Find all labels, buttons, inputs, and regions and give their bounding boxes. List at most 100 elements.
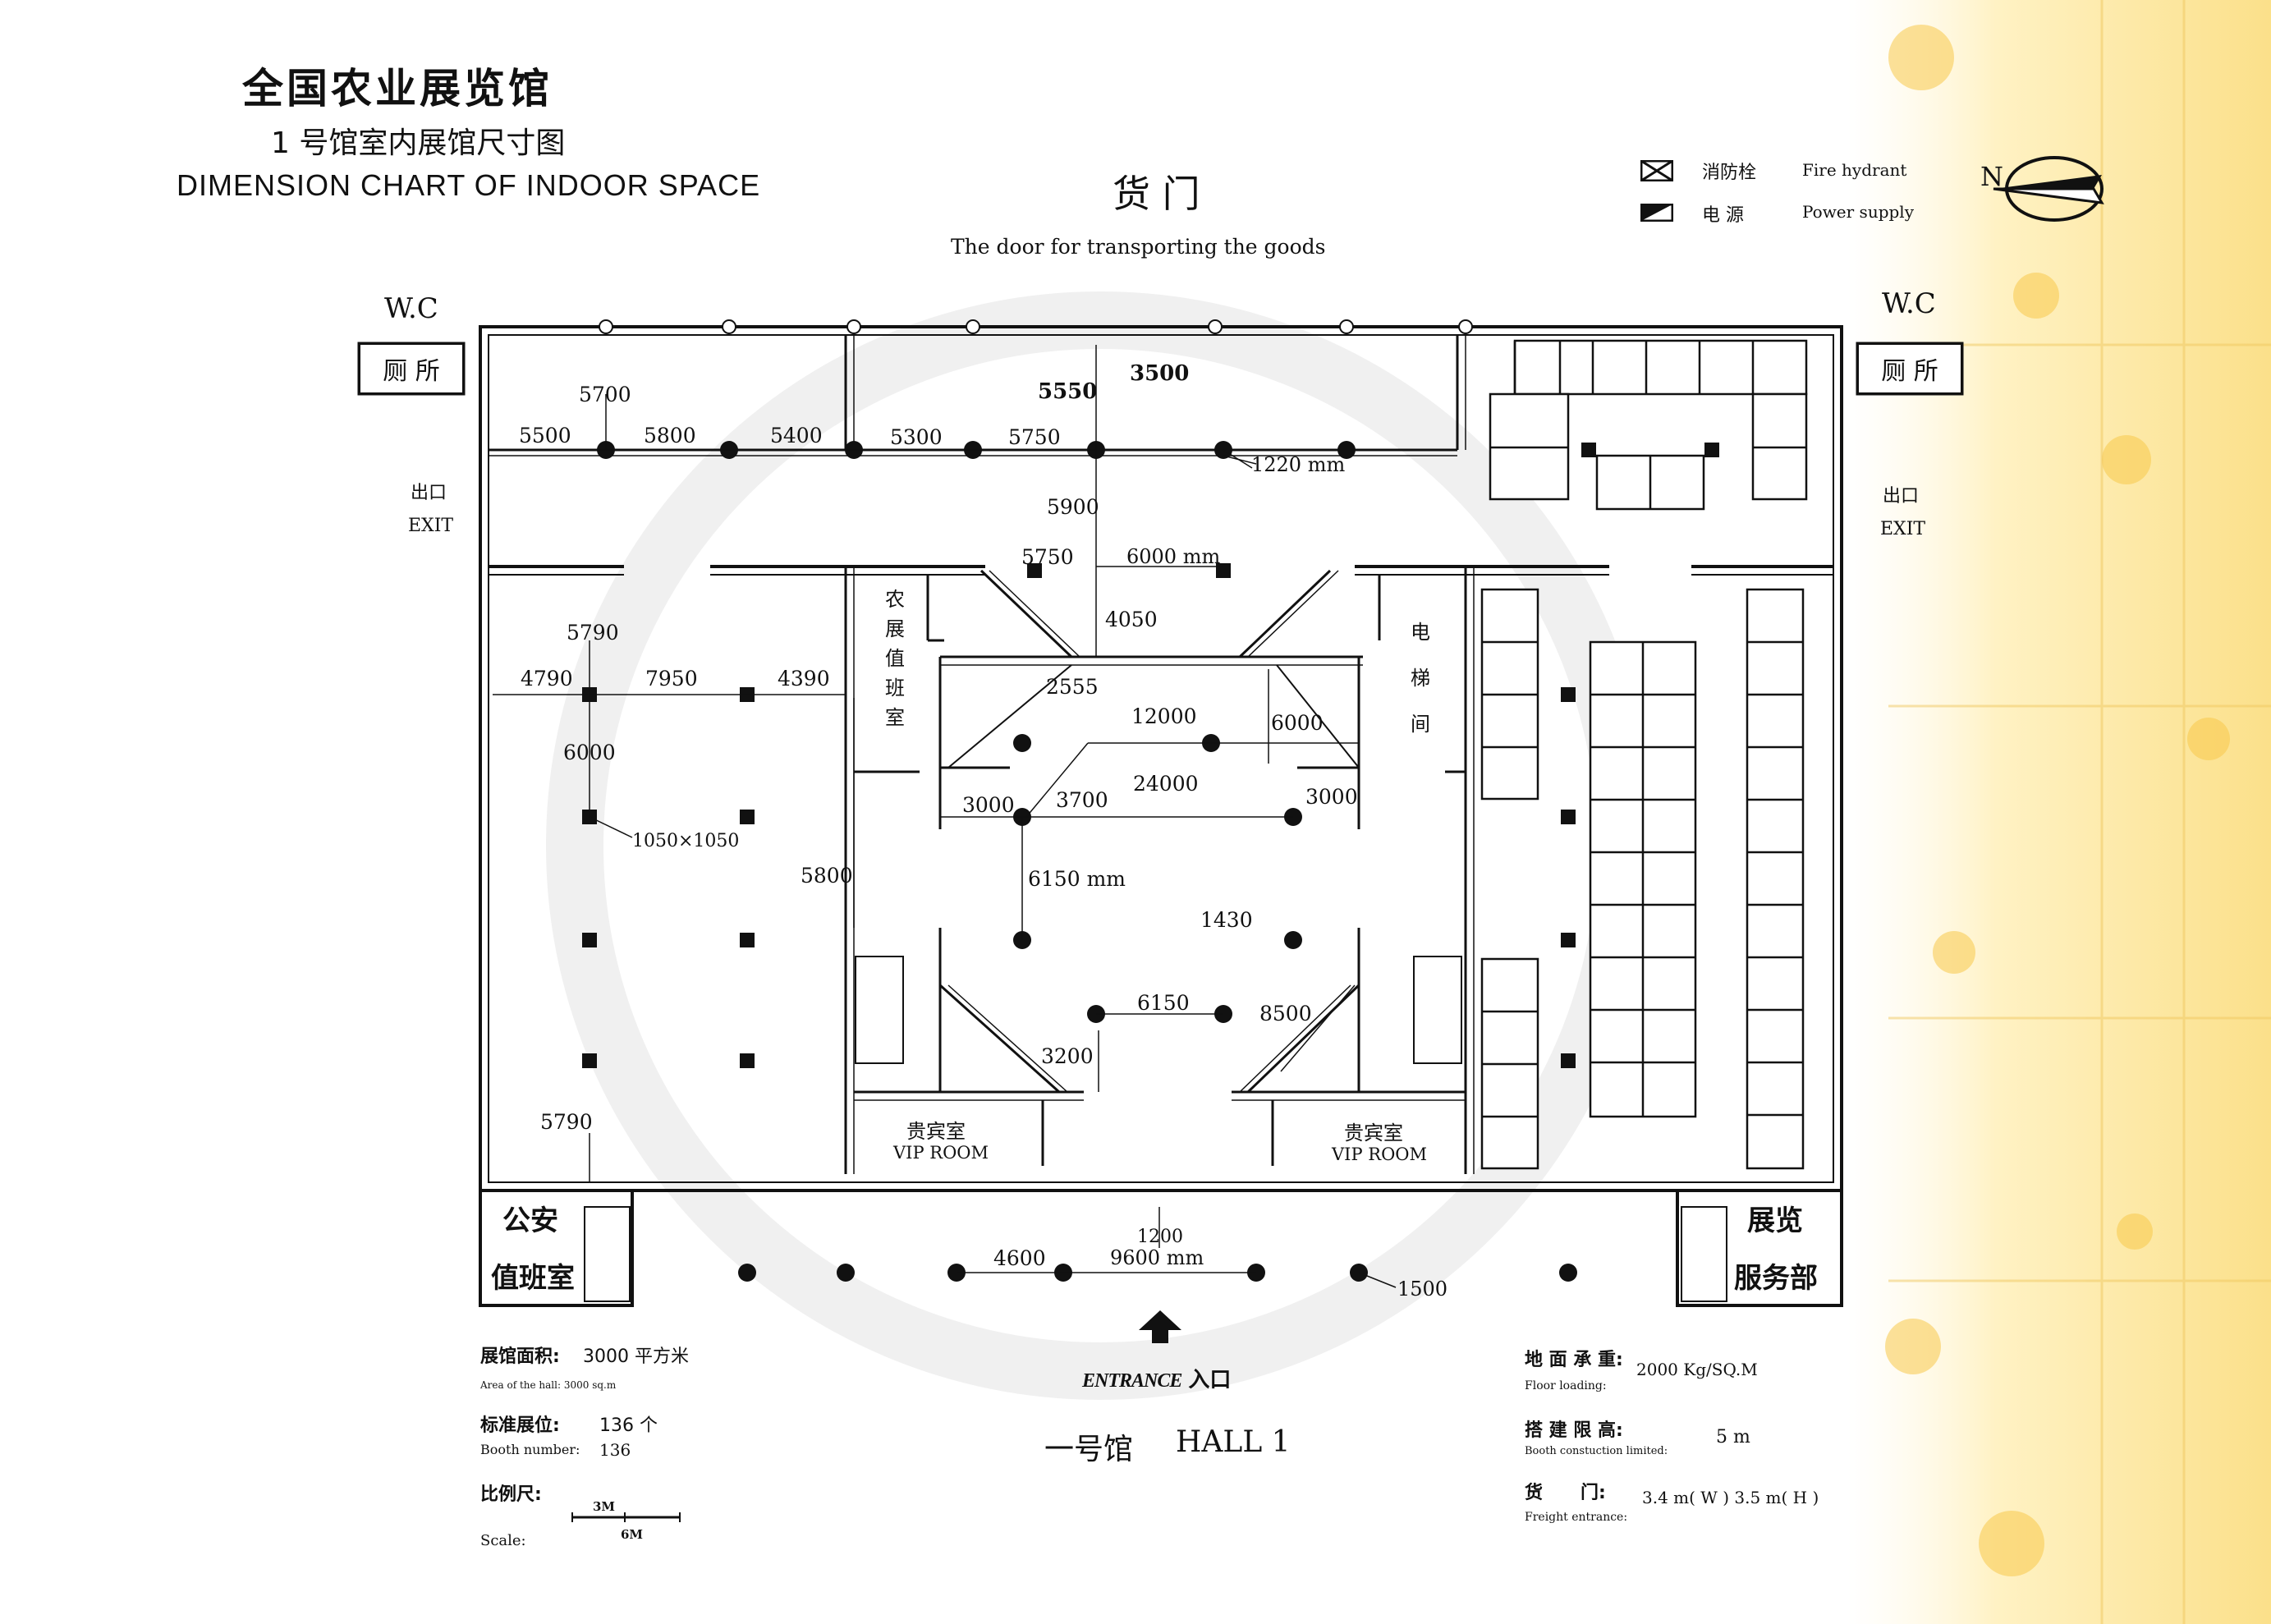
dim-6000mm: 6000 mm <box>1126 545 1221 568</box>
booth-label-cn: 标准展位: <box>480 1415 560 1436</box>
dim-12000: 12000 <box>1131 704 1197 728</box>
dim-5750b: 5750 <box>1021 545 1074 569</box>
wc-room-left: 厕 所 <box>359 343 464 394</box>
square-column <box>740 1053 755 1068</box>
wc-label-left: W.C <box>384 292 438 325</box>
vip-room-left-en: VIP ROOM <box>893 1143 989 1163</box>
legend-power-supply-cn: 电 源 <box>1702 205 1744 226</box>
dim-1200: 1200 <box>1137 1227 1183 1247</box>
dim-6000b: 6000 <box>1271 711 1324 735</box>
dim-9600: 9600 mm <box>1110 1246 1204 1269</box>
legend: 消防栓 Fire hydrant 电 源 Power supply <box>1638 156 1966 230</box>
height-limit-label-cn: 搭 建 限 高: <box>1525 1420 1623 1441</box>
area-value: 3000 平方米 <box>583 1346 689 1367</box>
hall-name: 一号馆 HALL 1 <box>1044 1425 1291 1468</box>
dim-3200: 3200 <box>1041 1044 1094 1068</box>
booth-value-en: 136 <box>599 1440 631 1460</box>
square-column <box>1561 933 1576 947</box>
height-limit-label-en: Booth constuction limited: <box>1525 1445 1668 1457</box>
scale-6m: 6M <box>621 1527 644 1542</box>
square-column <box>1027 563 1042 578</box>
square-column <box>740 810 755 824</box>
freight-door-value: 3.4 m( W ) 3.5 m( H ) <box>1642 1488 1819 1507</box>
scale-label-cn: 比例尺: <box>480 1484 542 1505</box>
north-arrow-icon <box>1993 156 2104 222</box>
legend-fire-hydrant-cn: 消防栓 <box>1702 163 1757 183</box>
entrance-label-en: ENTRANCE <box>1082 1370 1182 1392</box>
dim-5900: 5900 <box>1047 495 1099 519</box>
legend-power-supply-en: Power supply <box>1802 202 1915 222</box>
security-room-line1: 公安 <box>502 1204 558 1237</box>
square-column <box>740 933 755 947</box>
duty-room-label: 农展值班室 <box>885 588 905 729</box>
dim-7950: 7950 <box>645 667 698 690</box>
scale-bar <box>571 1512 681 1522</box>
legend-fire-hydrant-en: Fire hydrant <box>1802 160 1907 180</box>
hall-name-cn: 一号馆 <box>1044 1433 1134 1466</box>
wall-pilaster <box>846 319 861 334</box>
wall-pilaster <box>1339 319 1354 334</box>
area-label-cn: 展馆面积: <box>480 1346 560 1367</box>
wc-room-right: 厕 所 <box>1857 343 1962 394</box>
dim-3000b: 3000 <box>1305 785 1358 809</box>
service-room-line2: 服务部 <box>1734 1262 1818 1295</box>
north-label: N <box>1980 161 2003 192</box>
wc-label-right: W.C <box>1882 287 1936 320</box>
dim-8500: 8500 <box>1259 1002 1312 1025</box>
square-column <box>1561 1053 1576 1068</box>
elevator-label: 电梯间 <box>1411 621 1430 736</box>
fire-hydrant-icon <box>1640 160 1673 181</box>
floor-loading-label-en: Floor loading: <box>1525 1379 1607 1392</box>
dim-5300: 5300 <box>890 425 943 449</box>
wc-room-right-label: 厕 所 <box>1881 357 1938 386</box>
hall-name-en: HALL 1 <box>1176 1425 1291 1459</box>
freight-door-label-en: Freight entrance: <box>1525 1511 1628 1524</box>
dim-1220: 1220 mm <box>1251 453 1346 476</box>
page-subtitle-en: DIMENSION CHART OF INDOOR SPACE <box>177 168 761 202</box>
dim-4790: 4790 <box>521 667 573 690</box>
dim-4600: 4600 <box>993 1246 1046 1270</box>
height-limit-value: 5 m <box>1716 1427 1750 1447</box>
dim-24000: 24000 <box>1133 772 1199 796</box>
service-room-line1: 展览 <box>1747 1204 1803 1237</box>
dim-5800b: 5800 <box>801 864 853 888</box>
exit-right-cn: 出口 <box>1883 486 1920 507</box>
scale-label-en: Scale: <box>480 1532 526 1549</box>
dim-4390: 4390 <box>778 667 830 690</box>
dim-1500: 1500 <box>1397 1278 1448 1301</box>
dim-4050: 4050 <box>1105 608 1158 631</box>
square-column <box>582 1053 597 1068</box>
dim-1430: 1430 <box>1200 908 1253 932</box>
security-room-line2: 值班室 <box>491 1262 575 1295</box>
page-title: 全国农业展览馆 <box>242 65 553 112</box>
booth-label-en: Booth number: <box>480 1442 580 1457</box>
square-column <box>1581 443 1596 457</box>
page-subtitle-cn: 1 号馆室内展馆尺寸图 <box>271 126 566 160</box>
dim-3500: 3500 <box>1130 361 1190 386</box>
floor-loading-label-cn: 地 面 承 重: <box>1525 1350 1623 1370</box>
vip-room-right-en: VIP ROOM <box>1332 1145 1428 1164</box>
area-label-en: Area of the hall: 3000 sq.m <box>480 1379 617 1391</box>
entrance-label: ENTRANCE 入口 <box>1082 1363 1231 1393</box>
exit-right-en: EXIT <box>1880 519 1926 539</box>
round-column <box>738 1264 756 1282</box>
scale-3m: 3M <box>593 1499 616 1514</box>
round-column <box>1559 1264 1577 1282</box>
vip-room-right-cn: 贵宾室 <box>1344 1122 1403 1145</box>
entrance-arrow-icon <box>1139 1310 1181 1343</box>
dim-5400: 5400 <box>770 424 823 447</box>
dim-5790b: 5790 <box>540 1110 593 1134</box>
wall-pilaster <box>966 319 980 334</box>
wall-pilaster <box>1458 319 1473 334</box>
vip-room-left-cn: 贵宾室 <box>906 1120 966 1143</box>
wc-room-left-label: 厕 所 <box>383 357 440 386</box>
goods-door-label-cn: 货 门 <box>1113 172 1200 216</box>
square-column <box>1561 810 1576 824</box>
exit-left-cn: 出口 <box>411 483 447 503</box>
round-column <box>1337 441 1356 459</box>
floor-loading-value: 2000 Kg/SQ.M <box>1636 1360 1758 1379</box>
dim-5550: 5550 <box>1038 379 1098 404</box>
round-column <box>1284 931 1302 949</box>
square-column <box>1704 443 1719 457</box>
